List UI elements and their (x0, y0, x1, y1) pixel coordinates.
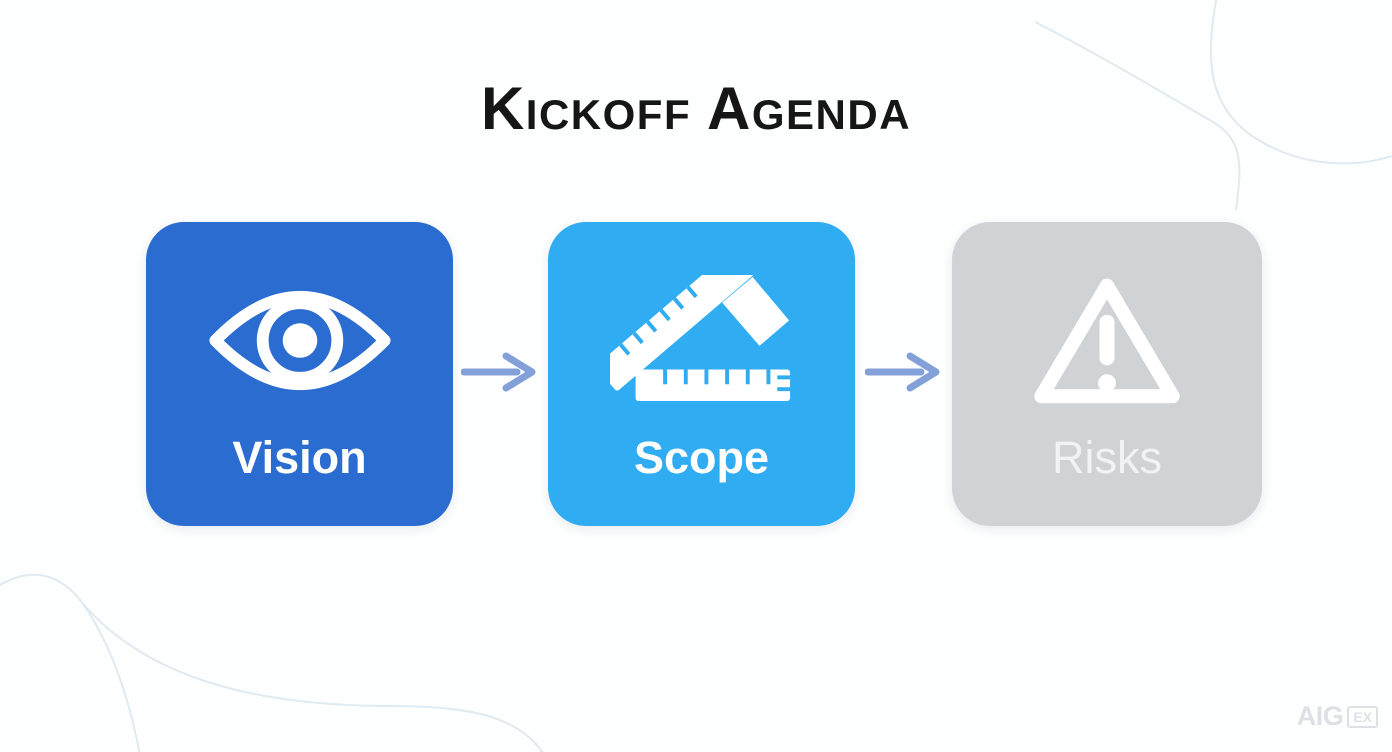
watermark-badge: EX (1347, 705, 1378, 728)
ruler-set-square-icon (548, 264, 855, 416)
eye-icon (146, 264, 453, 416)
step-label-vision: Vision (232, 432, 367, 483)
step-label-risks: Risks (1052, 432, 1162, 483)
step-card-scope: Scope (548, 222, 855, 526)
step-label-scope: Scope (633, 432, 770, 483)
arrow-right-icon (461, 352, 536, 392)
warning-triangle-icon (952, 264, 1262, 416)
page-title: Kickoff Agenda (480, 75, 912, 142)
watermark-text: AIG (1296, 701, 1344, 731)
step-card-vision: Vision (146, 222, 453, 526)
arrow-right-icon (865, 352, 940, 392)
step-card-risks: Risks (952, 222, 1262, 526)
